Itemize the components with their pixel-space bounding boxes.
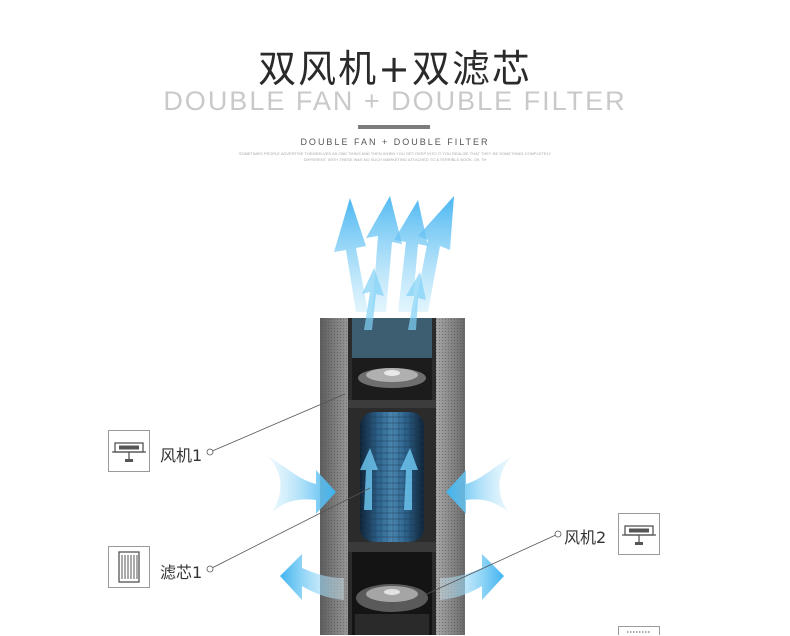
page-title-english: DOUBLE FAN + DOUBLE FILTER: [163, 86, 627, 116]
filter1-label: 滤芯1: [160, 563, 203, 582]
fan2-label: 风机2: [564, 528, 607, 547]
outflow-arrow-lower-left: [280, 554, 344, 600]
fan-icon: [112, 442, 146, 462]
side-intake-arrows: [268, 456, 512, 600]
filter1-icon-box: [108, 546, 150, 588]
title-divider: [358, 125, 430, 129]
callout-lines: [206, 393, 562, 599]
intake-arrow-left: [268, 456, 336, 514]
filter-icon: [118, 551, 140, 583]
exhaust-arrow-right: [414, 196, 454, 312]
exhaust-arrows: [334, 196, 454, 330]
fan1-label: 风机1: [160, 446, 203, 465]
fan-icon: [622, 525, 656, 545]
filter-flow-arrows: [360, 448, 418, 510]
next-icon-box-partial: [618, 626, 660, 635]
intake-arrow-right: [446, 456, 512, 514]
filter-icon: [627, 631, 651, 633]
page-title: 双风机+双滤芯: [258, 47, 532, 91]
outflow-arrow-lower-right: [440, 554, 504, 600]
fan1-icon-box: [108, 430, 150, 472]
page-subtitle: DOUBLE FAN + DOUBLE FILTER: [300, 137, 490, 147]
exhaust-arrow-center-right: [394, 200, 428, 312]
exhaust-arrow-left: [334, 198, 368, 312]
fan2-icon-box: [618, 513, 660, 555]
fine-print: SOMETIMES PEOPLE ADVERTISE THEMSELVES AS…: [238, 151, 552, 162]
